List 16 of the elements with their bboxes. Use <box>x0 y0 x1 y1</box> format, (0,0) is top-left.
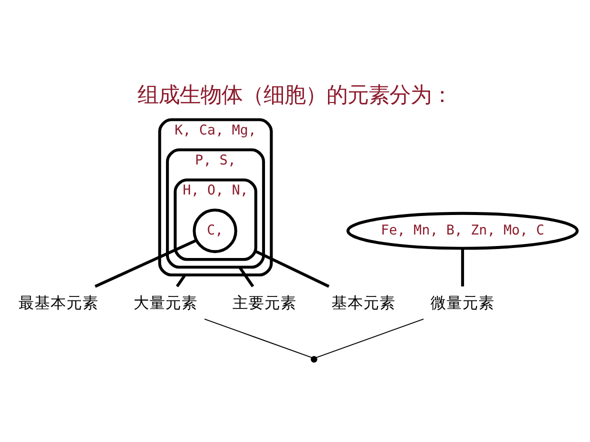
node-ellipse: Fe, Mn, B, Zn, Mo, C <box>346 211 579 250</box>
diagram-title: 组成生物体（细胞）的元素分为： <box>137 82 452 108</box>
node-text: 大量元素 <box>133 293 198 312</box>
connector <box>94 238 197 288</box>
node-text: 最基本元素 <box>18 293 99 312</box>
node-text: 主要元素 <box>232 293 297 312</box>
node-text: 微量元素 <box>430 293 495 312</box>
connector <box>204 318 312 358</box>
node-point <box>310 356 318 362</box>
connector <box>255 250 330 288</box>
connector <box>176 274 186 287</box>
connector <box>461 248 464 286</box>
node-text: 基本元素 <box>332 293 396 312</box>
connector <box>238 266 254 287</box>
node-circle: C, <box>192 208 238 253</box>
connector <box>316 318 424 358</box>
